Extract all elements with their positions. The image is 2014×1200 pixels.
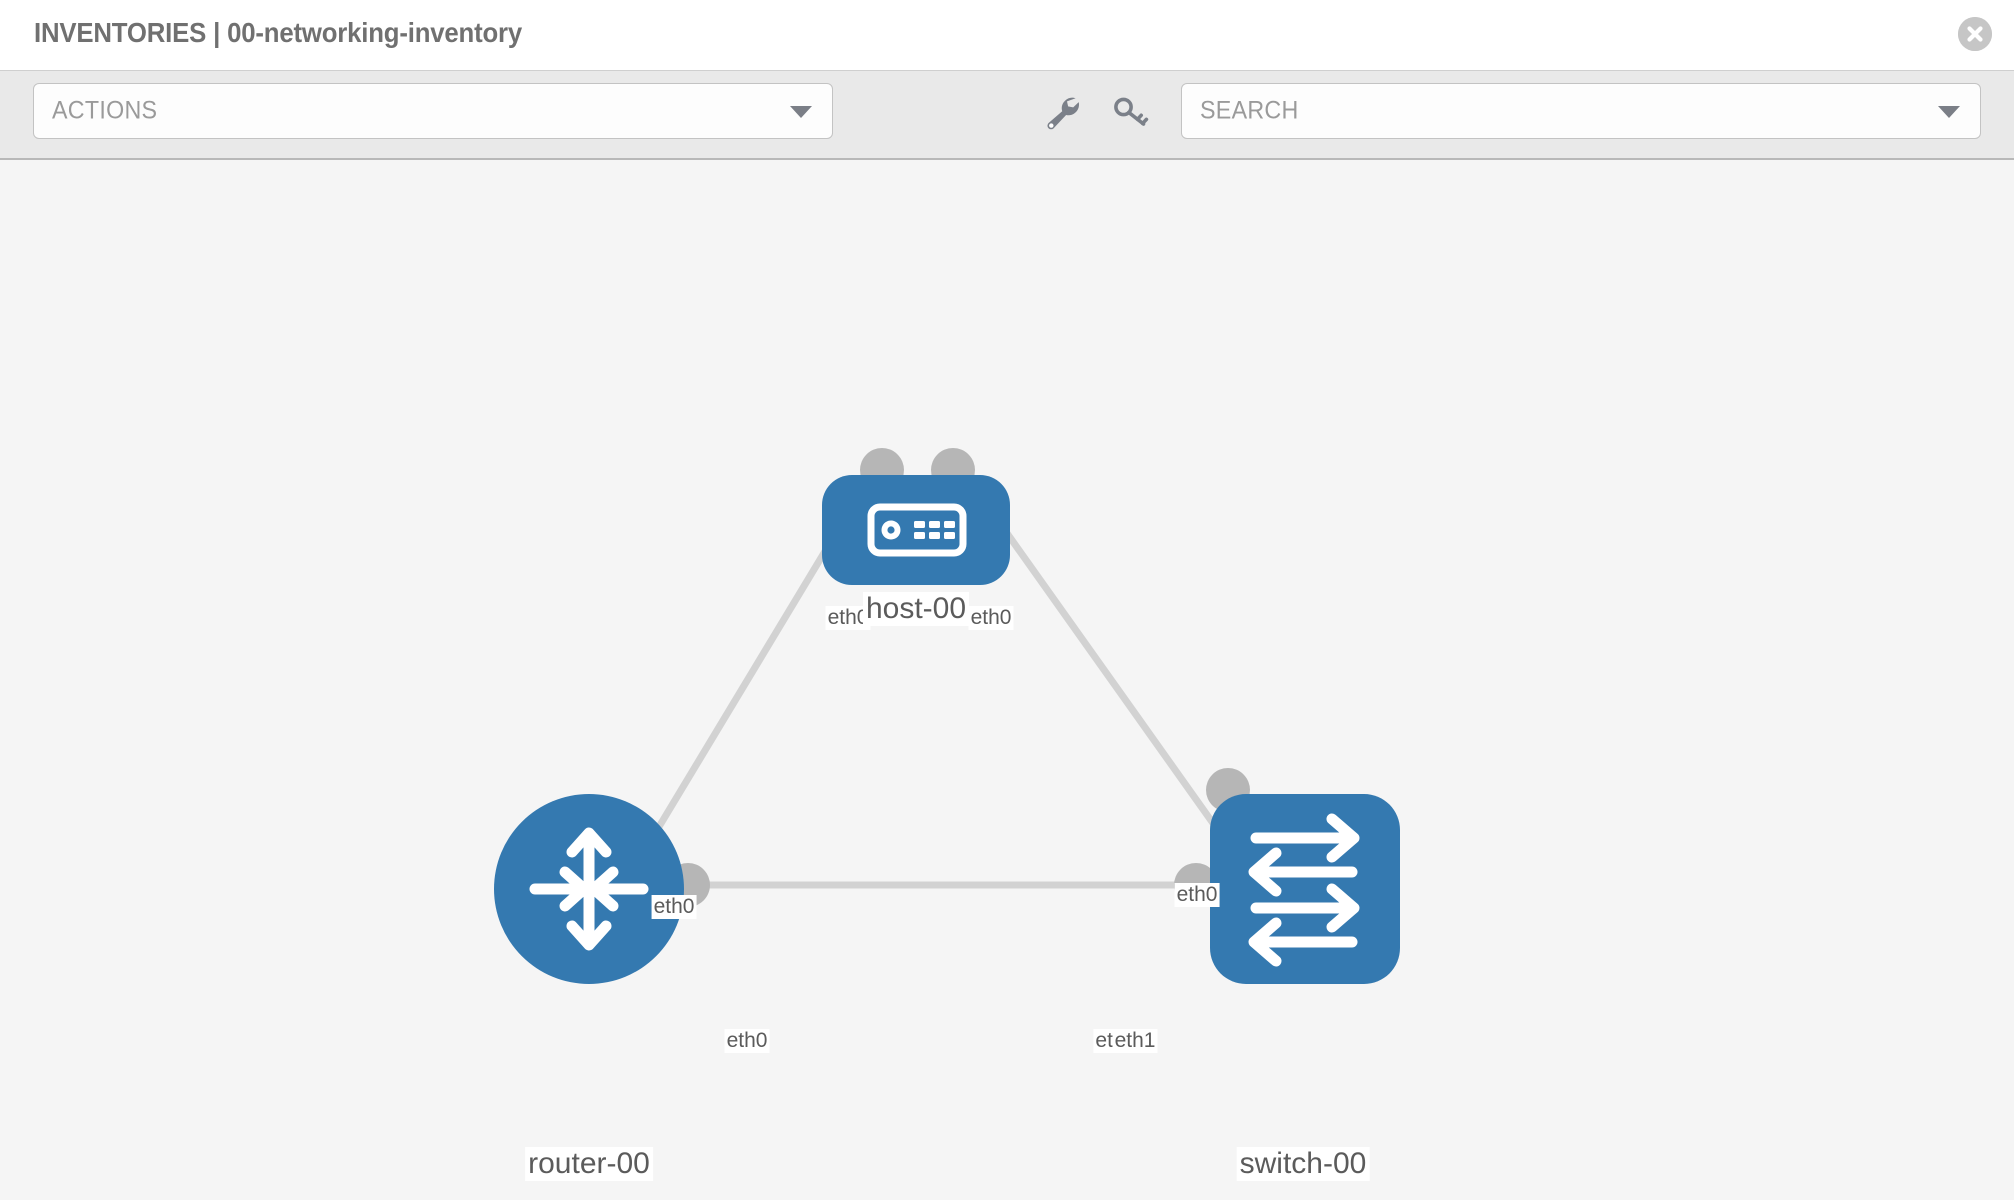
wrench-icon[interactable] <box>1042 94 1084 132</box>
iface-label-router00-eth0-up: eth0 <box>651 895 697 919</box>
iface-label-host00-eth0-right: eth0 <box>968 606 1014 630</box>
iface-label-switch00-eth0-up: eth0 <box>1174 883 1220 907</box>
actions-dropdown[interactable]: ACTIONS <box>33 83 833 139</box>
node-label-switch-00: switch-00 <box>1236 1147 1370 1181</box>
server-appliance-icon <box>867 503 967 557</box>
key-icon[interactable] <box>1110 94 1152 132</box>
close-icon[interactable] <box>1958 17 1992 51</box>
node-label-host-00: host-00 <box>862 592 970 626</box>
router-arrows-icon <box>529 827 649 951</box>
iface-label-router00-eth0: eth0 <box>724 1029 770 1053</box>
chevron-down-icon <box>1938 106 1960 118</box>
switch-arrows-icon <box>1248 813 1360 967</box>
search-input[interactable]: SEARCH <box>1181 83 1981 139</box>
page-title: INVENTORIES | 00-networking-inventory <box>34 17 523 48</box>
iface-label-host00-eth0-left: eth0 <box>825 606 871 630</box>
search-placeholder: SEARCH <box>1200 96 1299 125</box>
node-switch-00 <box>1210 794 1400 984</box>
node-host-00 <box>822 475 1010 585</box>
toolbar: ACTIONS SEARCH <box>0 70 2014 160</box>
topology-canvas[interactable]: eth0 eth0 eth0 eth0 eth0 eth eth1 host-0… <box>0 160 2014 1200</box>
actions-dropdown-label: ACTIONS <box>52 96 158 125</box>
node-router-00 <box>494 794 684 984</box>
chevron-down-icon <box>790 106 812 118</box>
page-header: INVENTORIES | 00-networking-inventory <box>0 0 2014 70</box>
iface-label-switch00-eth1: eth1 <box>1112 1029 1158 1053</box>
node-label-router-00: router-00 <box>525 1147 653 1181</box>
topology-graph <box>494 448 1400 984</box>
